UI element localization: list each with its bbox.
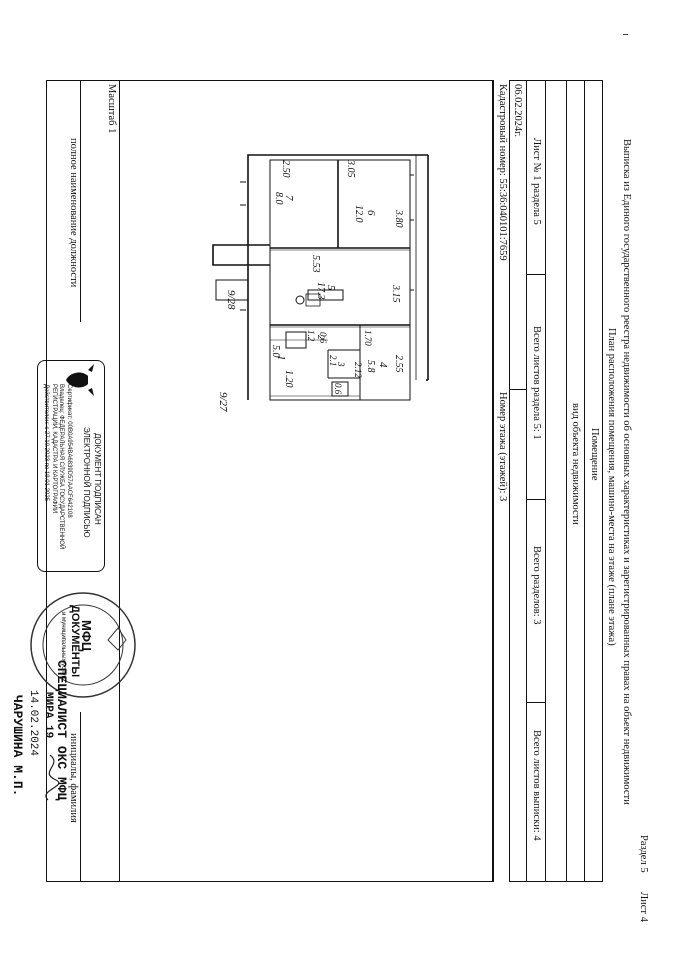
room-5-number: 5 <box>325 285 337 291</box>
room-4-dim: 2.55 <box>393 355 404 373</box>
corridor-note: 9/28 <box>225 290 237 310</box>
room-7-number: 7 <box>283 195 295 201</box>
room-7-dim: 2.50 <box>280 160 291 178</box>
room-4-number: 4 <box>377 362 389 368</box>
room-1-number: 1 <box>275 355 287 361</box>
room-6-dim-b: 3.80 <box>393 209 404 228</box>
dim-3: 2.12 <box>353 362 363 378</box>
room-3-number: 3 <box>336 361 346 367</box>
room-2-number: 2 <box>316 335 326 340</box>
room-6-dim-a: 3.05 <box>345 159 356 178</box>
dim-1: 1.70 <box>363 330 373 346</box>
scan-mark <box>623 34 628 35</box>
room-7-area: 8.0 <box>273 192 284 205</box>
bottom-note: 9/27 <box>217 392 229 412</box>
room-5-dim-a: 5.53 <box>310 255 321 273</box>
room-1-area: 5.0 <box>270 345 281 358</box>
room-3-area: 2.1 <box>328 355 338 366</box>
room-1-dim: 1.20 <box>283 370 294 388</box>
room-2-area: 1.2 <box>306 330 316 342</box>
room-6-number: 6 <box>365 210 377 216</box>
room-small-area: 0.6 <box>333 383 343 395</box>
room-5-area: 17.3 <box>315 282 326 300</box>
room-4-area: 5.8 <box>365 360 376 373</box>
room-5-dim-b: 3.15 <box>390 284 401 303</box>
room-6-area: 12.0 <box>353 205 364 223</box>
dim-2: 0.6 <box>318 332 328 344</box>
